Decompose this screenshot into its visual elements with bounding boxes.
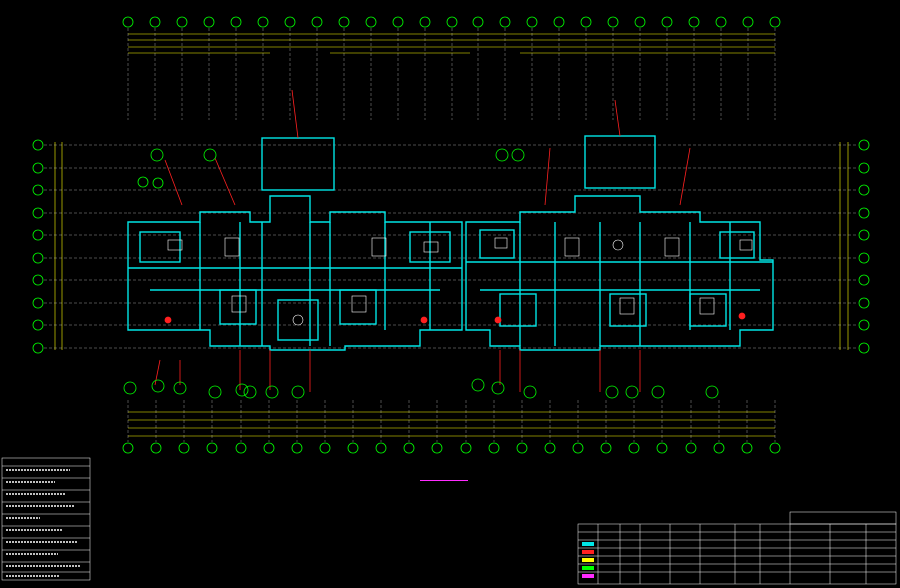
axis-bubble — [769, 442, 781, 454]
axis-bubble — [472, 16, 484, 28]
axis-bubble — [32, 342, 44, 354]
axis-bubble — [634, 16, 646, 28]
bottom-dimension-lines — [128, 411, 775, 437]
axis-bubble — [32, 139, 44, 151]
axis-bubble — [858, 139, 870, 151]
axis-bubble — [572, 442, 584, 454]
left-axis-bubbles — [32, 139, 44, 354]
top-axis-bubbles — [122, 16, 781, 28]
axis-bubble — [628, 442, 640, 454]
axis-bubble — [516, 442, 528, 454]
right-axis-bubbles — [858, 139, 870, 354]
axis-bubble — [526, 16, 538, 28]
axis-bubble — [319, 442, 331, 454]
axis-bubble — [858, 297, 870, 309]
axis-bubble — [858, 274, 870, 286]
axis-bubble — [284, 16, 296, 28]
axis-bubble — [688, 16, 700, 28]
floor-plan-left-block[interactable] — [127, 137, 463, 351]
floor-plan-right-block[interactable] — [465, 135, 774, 351]
axis-bubble — [431, 442, 443, 454]
notes-table — [1, 457, 91, 581]
axis-bubble — [203, 16, 215, 28]
axis-bubble — [685, 442, 697, 454]
axis-bubble — [32, 184, 44, 196]
axis-bubble — [338, 16, 350, 28]
axis-bubble — [858, 229, 870, 241]
axis-grid-lines — [44, 28, 858, 442]
axis-bubble — [230, 16, 242, 28]
axis-bubble — [460, 442, 472, 454]
axis-bubble — [392, 16, 404, 28]
axis-bubble — [32, 297, 44, 309]
axis-bubble — [176, 16, 188, 28]
axis-bubble — [544, 442, 556, 454]
axis-bubble — [769, 16, 781, 28]
schedule-swatches — [582, 542, 594, 578]
axis-bubble — [858, 252, 870, 264]
axis-bubble — [122, 16, 134, 28]
axis-bubble — [661, 16, 673, 28]
axis-bubble — [122, 442, 134, 454]
axis-bubble — [553, 16, 565, 28]
furniture-fixtures — [167, 237, 753, 326]
axis-bubble — [858, 342, 870, 354]
axis-bubble — [311, 16, 323, 28]
axis-bubble — [235, 442, 247, 454]
axis-bubble — [742, 16, 754, 28]
axis-bubble — [446, 16, 458, 28]
top-dimension-lines — [128, 33, 775, 54]
axis-bubble — [499, 16, 511, 28]
axis-bubble — [32, 274, 44, 286]
axis-bubble — [150, 442, 162, 454]
axis-bubble — [263, 442, 275, 454]
axis-bubble — [656, 442, 668, 454]
axis-bubble — [347, 442, 359, 454]
side-dimension-lines — [54, 142, 849, 350]
notes-text-marks — [6, 469, 80, 577]
schedule-table — [577, 511, 897, 585]
axis-bubble — [32, 207, 44, 219]
axis-bubble — [858, 184, 870, 196]
green-fixtures — [123, 148, 719, 399]
axis-bubble — [178, 442, 190, 454]
axis-bubble — [419, 16, 431, 28]
axis-bubble — [32, 252, 44, 264]
axis-bubble — [206, 442, 218, 454]
axis-bubble — [257, 16, 269, 28]
axis-bubble — [149, 16, 161, 28]
axis-bubble — [580, 16, 592, 28]
axis-bubble — [858, 319, 870, 331]
axis-bubble — [607, 16, 619, 28]
axis-bubble — [858, 162, 870, 174]
axis-bubble — [713, 442, 725, 454]
axis-bubble — [600, 442, 612, 454]
axis-bubble — [365, 16, 377, 28]
bottom-axis-bubbles — [122, 442, 781, 454]
drawing-title-underline — [420, 480, 468, 481]
axis-bubble — [32, 319, 44, 331]
axis-bubble — [715, 16, 727, 28]
axis-bubble — [403, 442, 415, 454]
axis-bubble — [32, 229, 44, 241]
axis-bubble — [858, 207, 870, 219]
axis-bubble — [488, 442, 500, 454]
annotation-leaders — [154, 89, 746, 392]
axis-bubble — [32, 162, 44, 174]
axis-bubble — [375, 442, 387, 454]
axis-bubble — [291, 442, 303, 454]
axis-bubble — [741, 442, 753, 454]
